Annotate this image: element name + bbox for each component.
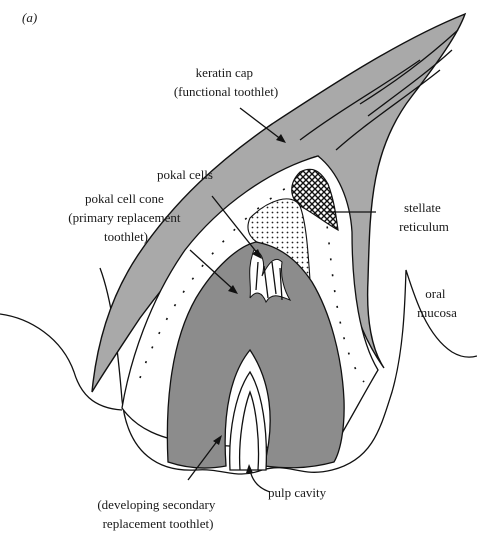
panel-label: (a) <box>22 10 37 25</box>
label-pulp-cavity: pulp cavity <box>268 485 327 500</box>
label-stellate-reticulum: stellate reticulum <box>399 200 449 234</box>
label-oral-mucosa: oral mucosa <box>417 286 457 320</box>
label-keratin-cap: keratin cap (functional toothlet) <box>174 65 278 99</box>
label-developing-secondary: (developing secondary replacement toothl… <box>97 497 218 531</box>
label-pokal-cells: pokal cells <box>157 167 213 182</box>
